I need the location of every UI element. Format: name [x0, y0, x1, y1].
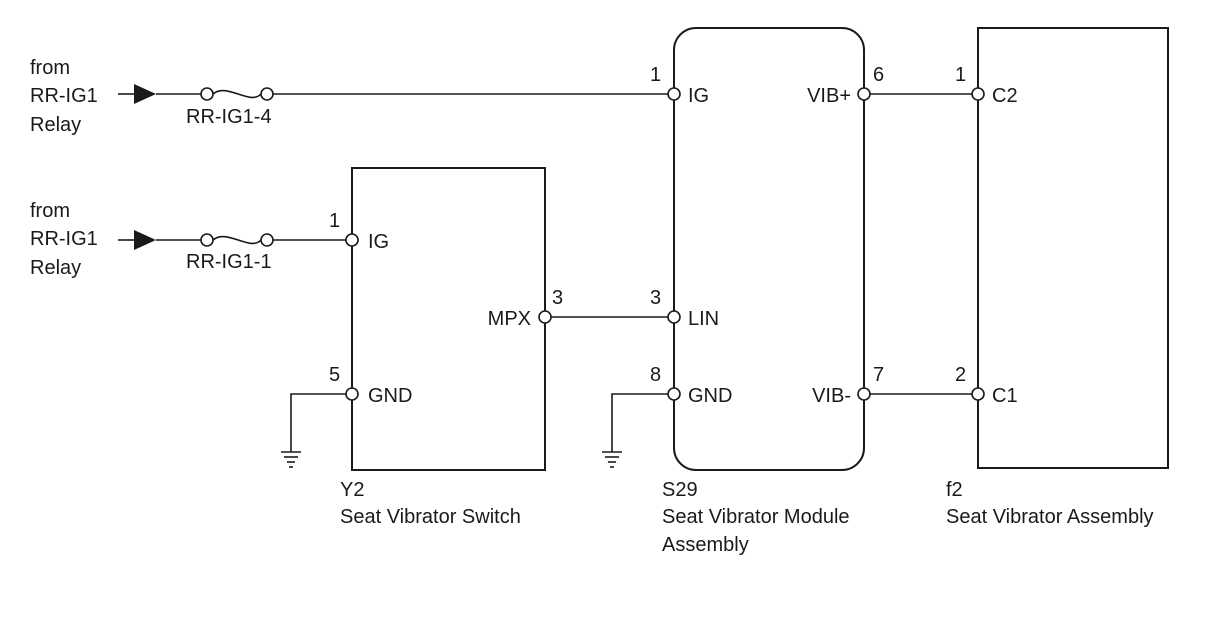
- module-pin-ig-label: IG: [688, 85, 709, 107]
- module-pin-vib-plus-label: VIB+: [807, 85, 851, 107]
- module-code: S29: [662, 479, 698, 501]
- source-2-relay-name: RR-IG1: [30, 228, 98, 250]
- module-pin-lin: [667, 310, 681, 324]
- fuse-2-label: RR-IG1-1: [186, 251, 272, 273]
- module-pin-ig: [667, 87, 681, 101]
- module-pin-vib-minus: [857, 387, 871, 401]
- source-1-arrow-icon: [134, 84, 156, 104]
- assembly-pin-c2-label: C2: [992, 85, 1018, 107]
- switch-code: Y2: [340, 479, 364, 501]
- module-pin-vib-plus: [857, 87, 871, 101]
- seat-vibrator-module: 1 IG 3 LIN 8 GND 6 VIB+ 7 VIB- S29 Seat …: [650, 27, 884, 556]
- fuse-rr-ig1-4: RR-IG1-4: [186, 87, 274, 128]
- power-source-2: from RR-IG1 Relay: [30, 200, 201, 279]
- seat-vibrator-switch: 1 IG 5 GND 3 MPX Y2 Seat Vibrator Switch: [329, 167, 563, 528]
- switch-pin-gnd-label: GND: [368, 385, 412, 407]
- module-ground: [602, 393, 668, 468]
- source-2-relay-label: Relay: [30, 257, 81, 279]
- module-name-line-1: Seat Vibrator Module: [662, 506, 850, 528]
- module-pin-gnd: [667, 387, 681, 401]
- module-pin-ig-number: 1: [650, 64, 661, 86]
- module-body: [673, 27, 865, 471]
- assembly-body: [977, 27, 1169, 469]
- switch-pin-gnd-number: 5: [329, 364, 340, 386]
- assembly-pin-c1-number: 2: [955, 364, 966, 386]
- switch-pin-gnd: [345, 387, 359, 401]
- module-pin-gnd-number: 8: [650, 364, 661, 386]
- power-source-1: from RR-IG1 Relay: [30, 57, 201, 136]
- module-pin-vib-plus-number: 6: [873, 64, 884, 86]
- switch-name: Seat Vibrator Switch: [340, 506, 521, 528]
- source-1-relay-label: Relay: [30, 114, 81, 136]
- module-pin-vib-minus-label: VIB-: [812, 385, 851, 407]
- module-pin-vib-minus-number: 7: [873, 364, 884, 386]
- fuse-1-label: RR-IG1-4: [186, 106, 272, 128]
- assembly-pin-c2: [971, 87, 985, 101]
- module-name-line-2: Assembly: [662, 534, 749, 556]
- switch-pin-ig: [345, 233, 359, 247]
- switch-pin-mpx-label: MPX: [488, 308, 531, 330]
- source-1-from-label: from: [30, 57, 70, 79]
- fuse-2-element-icon: [212, 235, 262, 245]
- assembly-pin-c1: [971, 387, 985, 401]
- source-1-relay-name: RR-IG1: [30, 85, 98, 107]
- switch-pin-ig-label: IG: [368, 231, 389, 253]
- assembly-pin-c1-label: C1: [992, 385, 1018, 407]
- seat-vibrator-assembly: 1 C2 2 C1 f2 Seat Vibrator Assembly: [946, 27, 1169, 528]
- fuse-1-element-icon: [212, 89, 262, 99]
- fuse-1-terminal-right: [260, 87, 274, 101]
- assembly-pin-c2-number: 1: [955, 64, 966, 86]
- module-pin-gnd-label: GND: [688, 385, 732, 407]
- fuse-1-terminal-left: [200, 87, 214, 101]
- source-2-arrow-icon: [134, 230, 156, 250]
- switch-ground: [281, 393, 346, 468]
- switch-pin-mpx: [538, 310, 552, 324]
- assembly-code: f2: [946, 479, 963, 501]
- source-2-from-label: from: [30, 200, 70, 222]
- switch-ground-wire: [290, 393, 346, 452]
- fuse-rr-ig1-1: RR-IG1-1: [186, 233, 274, 273]
- module-ground-wire: [611, 393, 668, 452]
- assembly-name: Seat Vibrator Assembly: [946, 506, 1154, 528]
- switch-pin-mpx-number: 3: [552, 287, 563, 309]
- module-pin-lin-label: LIN: [688, 308, 719, 330]
- module-pin-lin-number: 3: [650, 287, 661, 309]
- fuse-2-terminal-left: [200, 233, 214, 247]
- fuse-2-terminal-right: [260, 233, 274, 247]
- switch-pin-ig-number: 1: [329, 210, 340, 232]
